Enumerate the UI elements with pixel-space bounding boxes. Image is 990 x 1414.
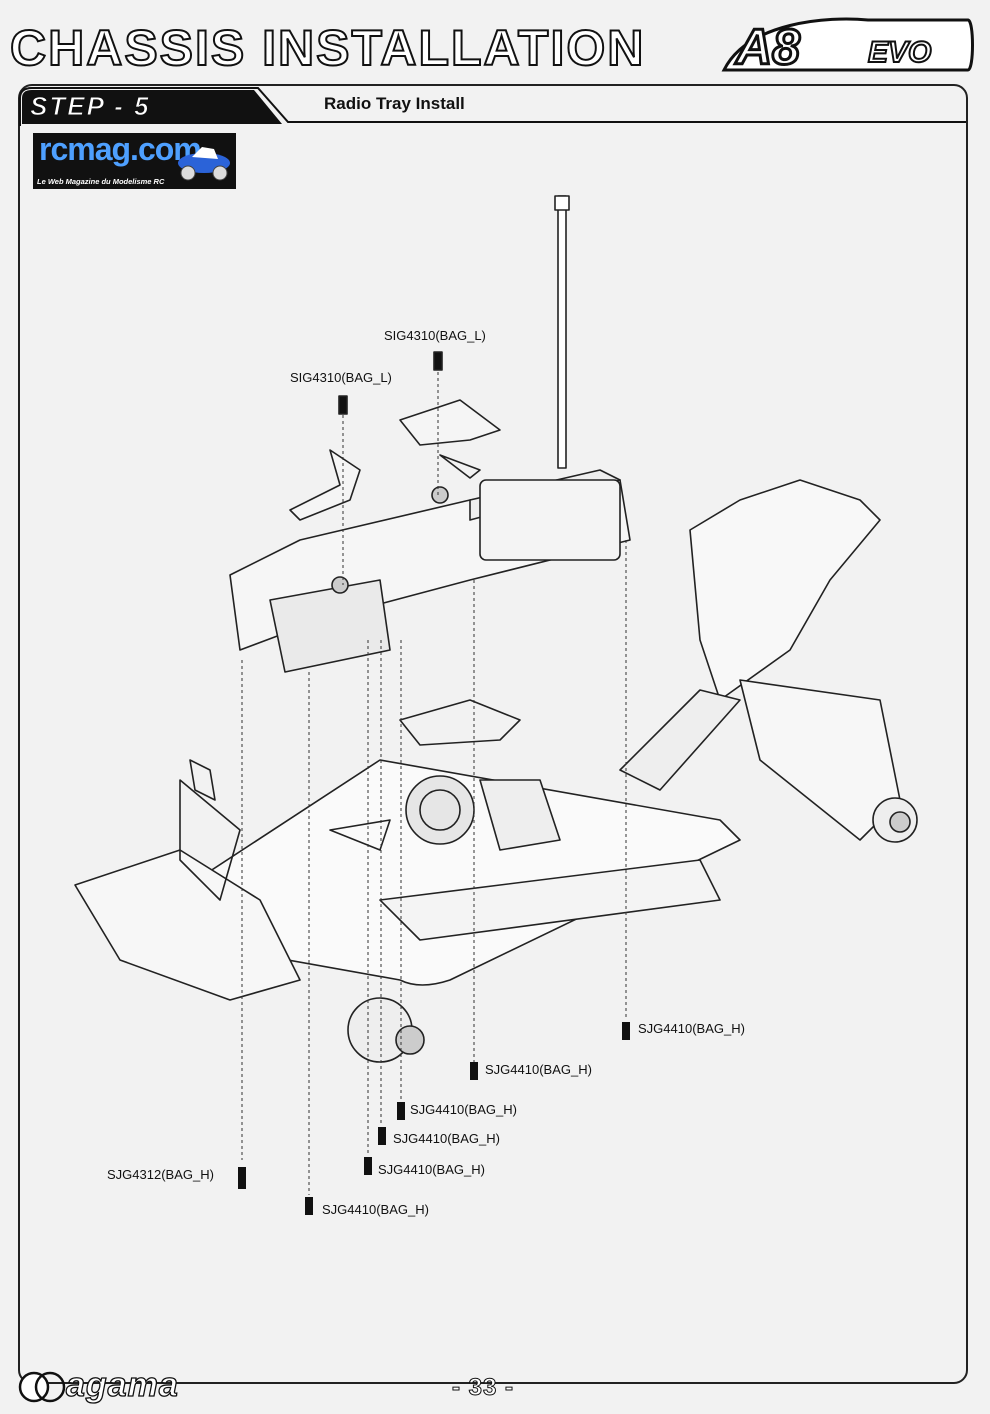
- watermark-logo: rcmag.com Le Web Magazine du Modelisme R…: [33, 133, 236, 189]
- screw-top-left: [338, 395, 348, 415]
- screw-sjg4312: [238, 1167, 246, 1189]
- part-label: SJG4410(BAG_H): [393, 1131, 500, 1146]
- screw-sjg4410-right: [622, 1022, 630, 1040]
- watermark-tagline: Le Web Magazine du Modelisme RC: [37, 177, 165, 186]
- part-label: SJG4410(BAG_H): [378, 1162, 485, 1177]
- antenna: [557, 195, 567, 469]
- part-label: SJG4410(BAG_H): [322, 1202, 429, 1217]
- screw-sjg4410-c: [364, 1157, 372, 1175]
- servo-horn: [289, 449, 361, 521]
- part-label: SJG4410(BAG_H): [410, 1102, 517, 1117]
- rear-shock-tower: [689, 479, 881, 701]
- model-suffix: EVO: [868, 36, 931, 69]
- model-badge: A8 EVO: [718, 12, 976, 78]
- page-frame: [18, 84, 968, 1384]
- part-label: SIG4310(BAG_L): [384, 328, 486, 343]
- part-label: SIG4310(BAG_L): [290, 370, 392, 385]
- step-bar: STEP - 5 Radio Tray Install: [18, 86, 968, 126]
- rc-car-icon: [178, 147, 230, 181]
- agama-logo-icon: [18, 1371, 66, 1403]
- watermark-site: rcmag.com: [39, 133, 202, 167]
- part-label: SJG4410(BAG_H): [485, 1062, 592, 1077]
- step-label: STEP - 5: [30, 91, 151, 122]
- spur-gear: [405, 775, 475, 845]
- part-label: SJG4312(BAG_H): [107, 1167, 214, 1182]
- model-name: A8: [734, 19, 800, 75]
- screw-top-right: [433, 351, 443, 371]
- step-subtitle: Radio Tray Install: [324, 94, 465, 113]
- footer-brand: agama: [65, 1365, 179, 1404]
- screw-sjg4410-bottom: [305, 1197, 313, 1215]
- screw-sjg4410-a: [397, 1102, 405, 1120]
- part-label: SJG4410(BAG_H): [638, 1021, 745, 1036]
- receiver-box: [479, 479, 621, 561]
- screw-sjg4410-b: [378, 1127, 386, 1145]
- screw-sjg4410-center: [470, 1062, 478, 1080]
- page-title: CHASSIS INSTALLATION: [9, 19, 646, 77]
- page-number: - 33 -: [451, 1374, 515, 1402]
